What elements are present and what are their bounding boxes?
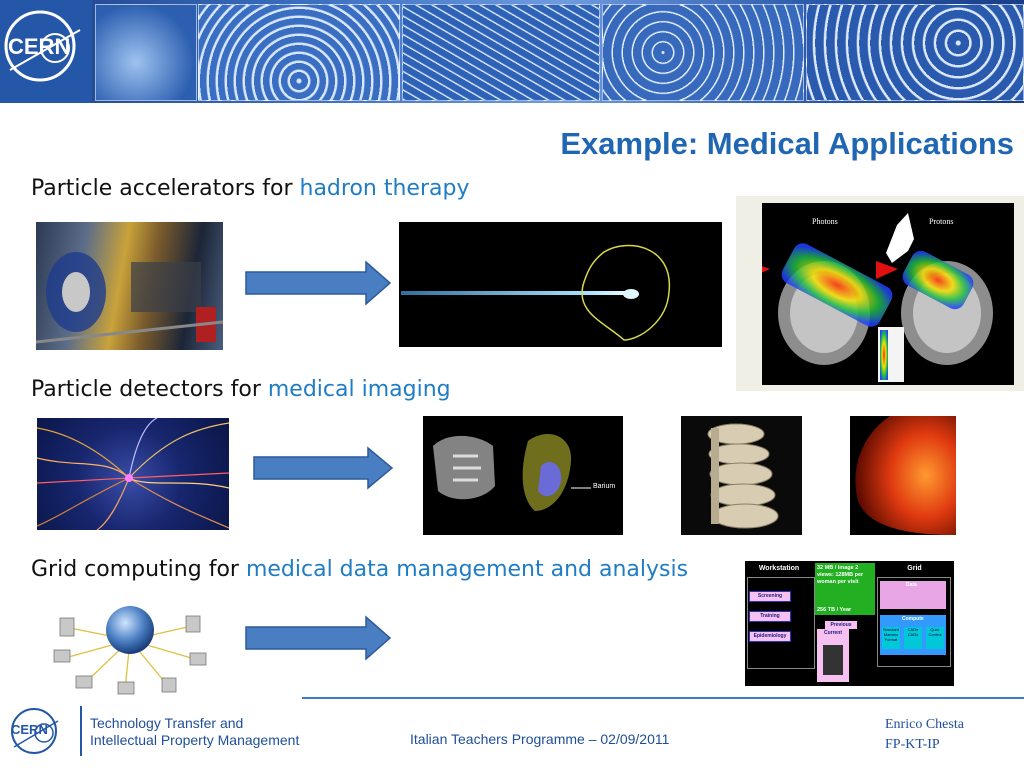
cad-box: CADe CADx	[904, 627, 922, 649]
grid-box	[877, 577, 951, 667]
proton-beam-image	[399, 222, 722, 347]
section-accelerators: Particle accelerators for hadron therapy	[31, 176, 469, 201]
footer-author: Enrico Chesta	[885, 717, 964, 732]
screening-box: Screening	[749, 591, 791, 602]
previous-box: Previous	[825, 621, 857, 629]
compute-box: Compute Standard Mammo Format CADe CADx …	[880, 615, 946, 655]
protons-label: Protons	[929, 217, 954, 226]
footer-cern-logo-text: CERN	[11, 722, 48, 737]
data-rate-stats: 256 TB / Year	[817, 607, 852, 613]
arrow-right-icon	[253, 446, 394, 490]
data-volume-stats: 32 MB / Image 2 views: 128MB per woman p…	[815, 563, 875, 615]
ct-reconstruction-image: Barium	[423, 416, 623, 535]
footer-divider	[302, 697, 1024, 699]
grid-label: Grid	[907, 565, 922, 572]
footer-event: Italian Teachers Programme – 02/09/2011	[410, 731, 670, 747]
workstation-label: Workstation	[758, 565, 800, 572]
ct-scan-panel: Photons Protons	[748, 203, 1014, 385]
cern-logo: CERN	[0, 0, 92, 103]
footer-org-line1: Technology Transfer and	[90, 715, 244, 731]
spine-3d-image	[681, 416, 802, 535]
footer-org-line2: Intellectual Property Management	[90, 732, 300, 748]
training-box: Training	[749, 611, 791, 622]
mammogram-stack	[817, 637, 849, 682]
banner-panel	[602, 4, 804, 101]
mammography-image	[850, 416, 956, 535]
hadron-therapy-comparison-image: Photons Protons	[736, 196, 1024, 391]
arrow-right-icon	[245, 260, 392, 306]
quality-control-box: Qual. Control	[926, 627, 944, 649]
header-banner: CERN	[0, 0, 1024, 103]
particle-tracks-image	[37, 418, 229, 530]
section-lead: Particle accelerators for	[31, 176, 300, 201]
photons-label: Photons	[812, 217, 838, 226]
footer-organization: Technology Transfer and Intellectual Pro…	[90, 715, 299, 749]
banner-panel	[95, 4, 197, 101]
barium-label: Barium	[593, 483, 616, 490]
banner-panel	[198, 4, 400, 101]
footer-unit: FP-KT-IP	[885, 737, 940, 752]
slide-title: Example: Medical Applications	[560, 126, 1014, 161]
section-lead: Particle detectors for	[31, 377, 268, 402]
data-store-box: Data	[880, 581, 946, 609]
cern-logo-text: CERN	[8, 34, 71, 59]
compute-label: Compute	[902, 616, 924, 622]
section-highlight: medical data management and analysis	[245, 557, 689, 582]
data-store-label: Data	[906, 582, 917, 588]
footer-cern-logo: CERN	[6, 703, 66, 761]
accelerator-tunnel-image	[36, 222, 223, 350]
epidemiology-box: Epidemiology	[749, 631, 791, 642]
banner-panel	[402, 4, 600, 101]
section-grid: Grid computing for medical data manageme…	[31, 557, 688, 582]
section-lead: Grid computing for	[31, 557, 246, 582]
footer-logo-divider	[80, 706, 82, 756]
grid-architecture-diagram: Workstation Screening Training Epidemiol…	[745, 561, 954, 686]
footer-author-block: Enrico Chesta FP-KT-IP	[885, 715, 964, 755]
current-box: Current	[817, 629, 849, 637]
mammogram-thumbnail	[823, 645, 843, 675]
standard-format-box: Standard Mammo Format	[882, 627, 900, 649]
section-highlight: hadron therapy	[299, 176, 470, 201]
workstation-box	[747, 577, 815, 669]
grid-network-image	[50, 598, 210, 696]
arrow-right-icon	[245, 615, 392, 661]
banner-panel	[806, 4, 1024, 101]
section-detectors: Particle detectors for medical imaging	[31, 377, 451, 402]
section-highlight: medical imaging	[267, 377, 451, 402]
